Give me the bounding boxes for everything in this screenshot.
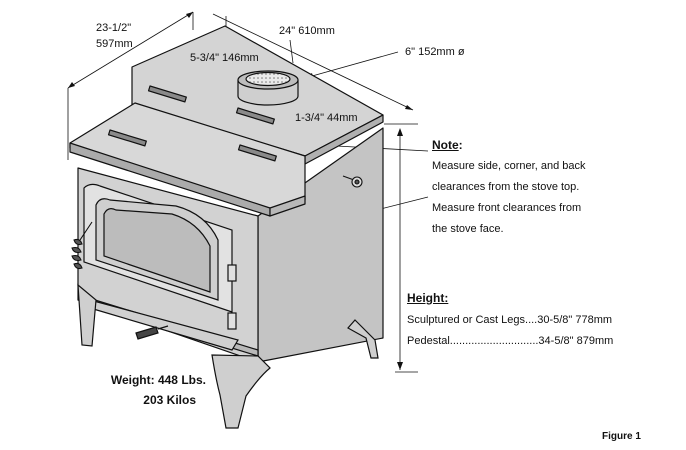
weight-lbs: Weight: 448 Lbs. [110,373,206,387]
note-title: Note: [432,138,463,152]
weight-kilos: 203 Kilos [143,393,196,407]
figure-label: Figure 1 [602,431,641,442]
note-title-text: Note [432,138,459,152]
height-line-pedestal: Pedestal.............................34-… [407,335,614,347]
flue-collar [237,70,299,106]
width-mm-label: 597mm [96,38,133,50]
door-handle [71,221,93,270]
flue-offset-label: 5-3/4" 146mm [190,52,259,64]
stove-legs [77,283,379,429]
note-line-1: Measure side, corner, and back [432,160,586,172]
depth-label: 24" 610mm [279,25,335,37]
height-line-legs: Sculptured or Cast Legs....30-5/8" 778mm [407,314,613,326]
damper-key [342,175,363,188]
note-line-4: the stove face. [432,223,504,235]
width-in-label: 23-1/2" [96,22,132,34]
stove-door [83,183,237,330]
flue-diameter-label: 6" 152mm ø [405,46,465,58]
note-title-colon: : [458,138,463,152]
height-title: Height: [407,291,449,305]
note-line-3: Measure front clearances from [432,202,582,214]
note-line-2: clearances from the stove top. [432,181,580,193]
flue-height-label: 1-3/4" 44mm [295,112,358,124]
